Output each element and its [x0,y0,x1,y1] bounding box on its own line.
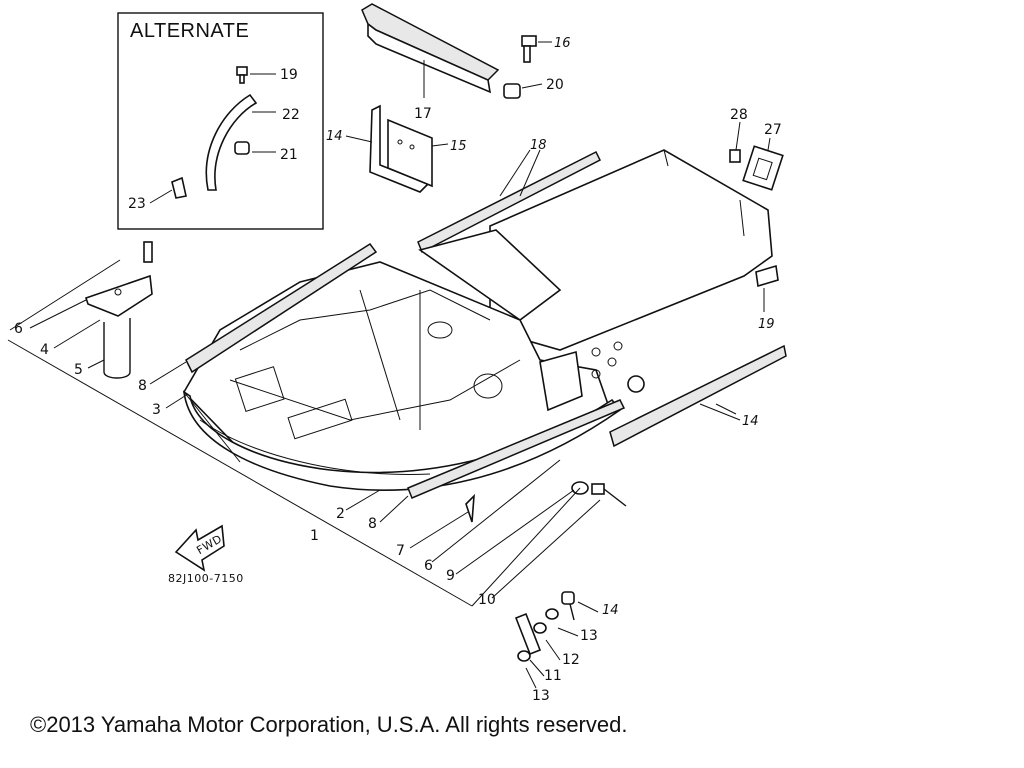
part-27-grommet [742,137,784,191]
parts-diagram: ALTERNATE [7,3,787,700]
callout-12: 12 [562,652,580,668]
part-17-rail [609,344,787,448]
callout-10: 10 [478,592,496,608]
part-26-clip [149,176,187,204]
part-4-bracket [84,274,153,317]
part-8-knob [627,375,645,393]
callout-labels: 19 22 21 23 17 16 20 14 15 18 28 27 19 1… [14,36,782,700]
callout-13a: 13 [580,628,598,644]
callout-2: 2 [336,506,345,522]
part-18-rail [417,149,602,254]
callout-24: 21 [280,147,298,163]
callout-23: 20 [546,77,564,93]
alternate-title: ALTERNATE [130,20,249,42]
part-20-bracket [361,3,500,98]
callout-15: 15 [450,139,467,154]
part-19-label [755,264,779,312]
part-28-clip [729,121,741,163]
callout-4: 4 [40,342,49,358]
part-5-ubolt [103,318,131,379]
callout-14: 14 [602,603,619,618]
part-23-nut [503,83,543,99]
callout-22: 19 [280,67,298,83]
callout-16: 14 [326,129,343,144]
callout-28: 28 [730,107,748,123]
callout-5: 5 [74,362,83,378]
fwd-arrow-icon: FWD [174,524,225,572]
part-15-plate [387,118,449,188]
callout-18: 18 [530,138,547,153]
reference-code: 82J100-7150 [168,572,244,585]
part-10-bolt [591,483,627,507]
callout-9: 9 [446,568,455,584]
callout-6a: 6 [14,321,23,337]
hardware-group-11-14 [514,591,575,662]
callout-7: 7 [396,543,405,559]
callout-25: 22 [282,107,300,123]
part-24-nut [234,141,276,155]
callout-19: 19 [758,317,775,332]
callout-27: 27 [764,122,782,138]
alternate-inset: ALTERNATE [117,12,324,230]
callout-20: 17 [414,106,432,122]
callout-26: 23 [128,196,146,212]
callout-8a: 8 [138,378,147,394]
callout-3: 3 [152,402,161,418]
part-25-guard [205,93,276,191]
main-frame [182,149,773,499]
copyright-notice: ©2013 Yamaha Motor Corporation, U.S.A. A… [30,712,628,737]
reference-lines [7,259,581,607]
callout-17: 14 [742,414,759,429]
part-6-stud [143,241,153,263]
callout-21: 16 [554,36,571,51]
part-16-handle [345,104,430,193]
callout-1: 1 [310,528,319,544]
callout-6b: 6 [424,558,433,574]
callout-11: 11 [544,668,562,684]
part-21-bolt [521,35,552,63]
part-22-bolt [236,66,276,84]
callout-8b: 8 [368,516,377,532]
callout-13b: 13 [532,688,550,700]
part-7-pin [465,493,475,523]
leader-lines [29,149,737,689]
